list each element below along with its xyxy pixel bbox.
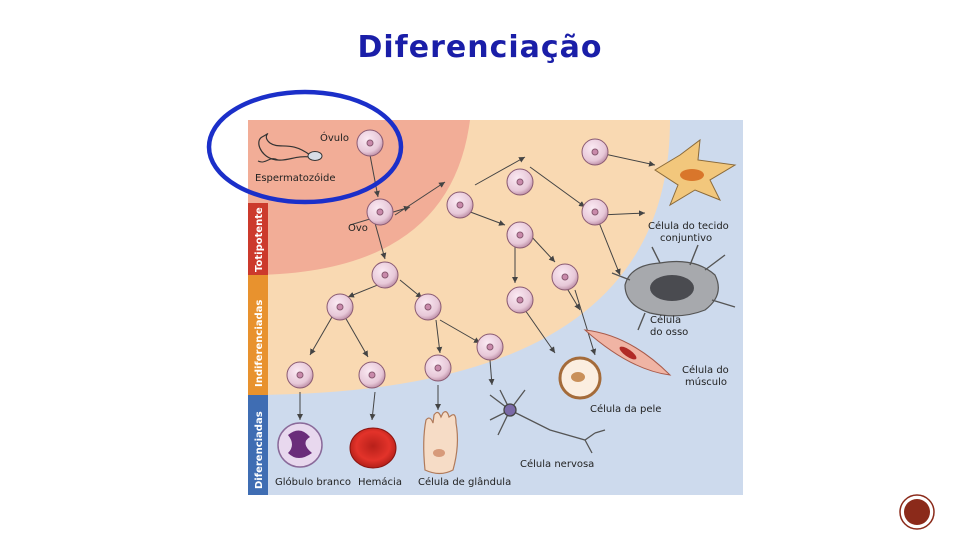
label-osso-1: Célula [650,314,681,326]
label-nervosa: Célula nervosa [520,458,594,470]
label-osso-2: do osso [650,327,688,338]
cell-differentiation-diagram: Totipotente Indiferenciadas Diferenciada… [200,85,745,495]
slide-title: Diferenciação [0,30,960,65]
zone-label-undifferentiated: Indiferenciadas [254,300,265,387]
gland-cell [424,412,458,474]
slide-number-badge [897,492,937,532]
label-pele: Célula da pele [590,403,661,415]
zone-label-totipotent: Totipotente [254,207,265,272]
white-blood-cell [278,423,322,467]
label-musculo-2: músculo [685,376,727,388]
label-tecido-conjuntivo-2: conjuntivo [660,233,712,244]
label-glandula: Célula de glândula [418,476,511,488]
skin-cell [560,358,600,398]
label-espermatozoide: Espermatozóide [255,172,336,184]
red-blood-cell [350,428,396,468]
label-ovulo: Óvulo [320,131,349,144]
zone-label-differentiated: Diferenciadas [254,411,265,489]
label-ovo: Ovo [348,223,368,234]
label-musculo-1: Célula do [682,364,729,376]
label-hemacia: Hemácia [358,476,402,488]
label-globulo-branco: Glóbulo branco [275,476,351,488]
label-tecido-conjuntivo-1: Célula do tecido [648,220,729,232]
